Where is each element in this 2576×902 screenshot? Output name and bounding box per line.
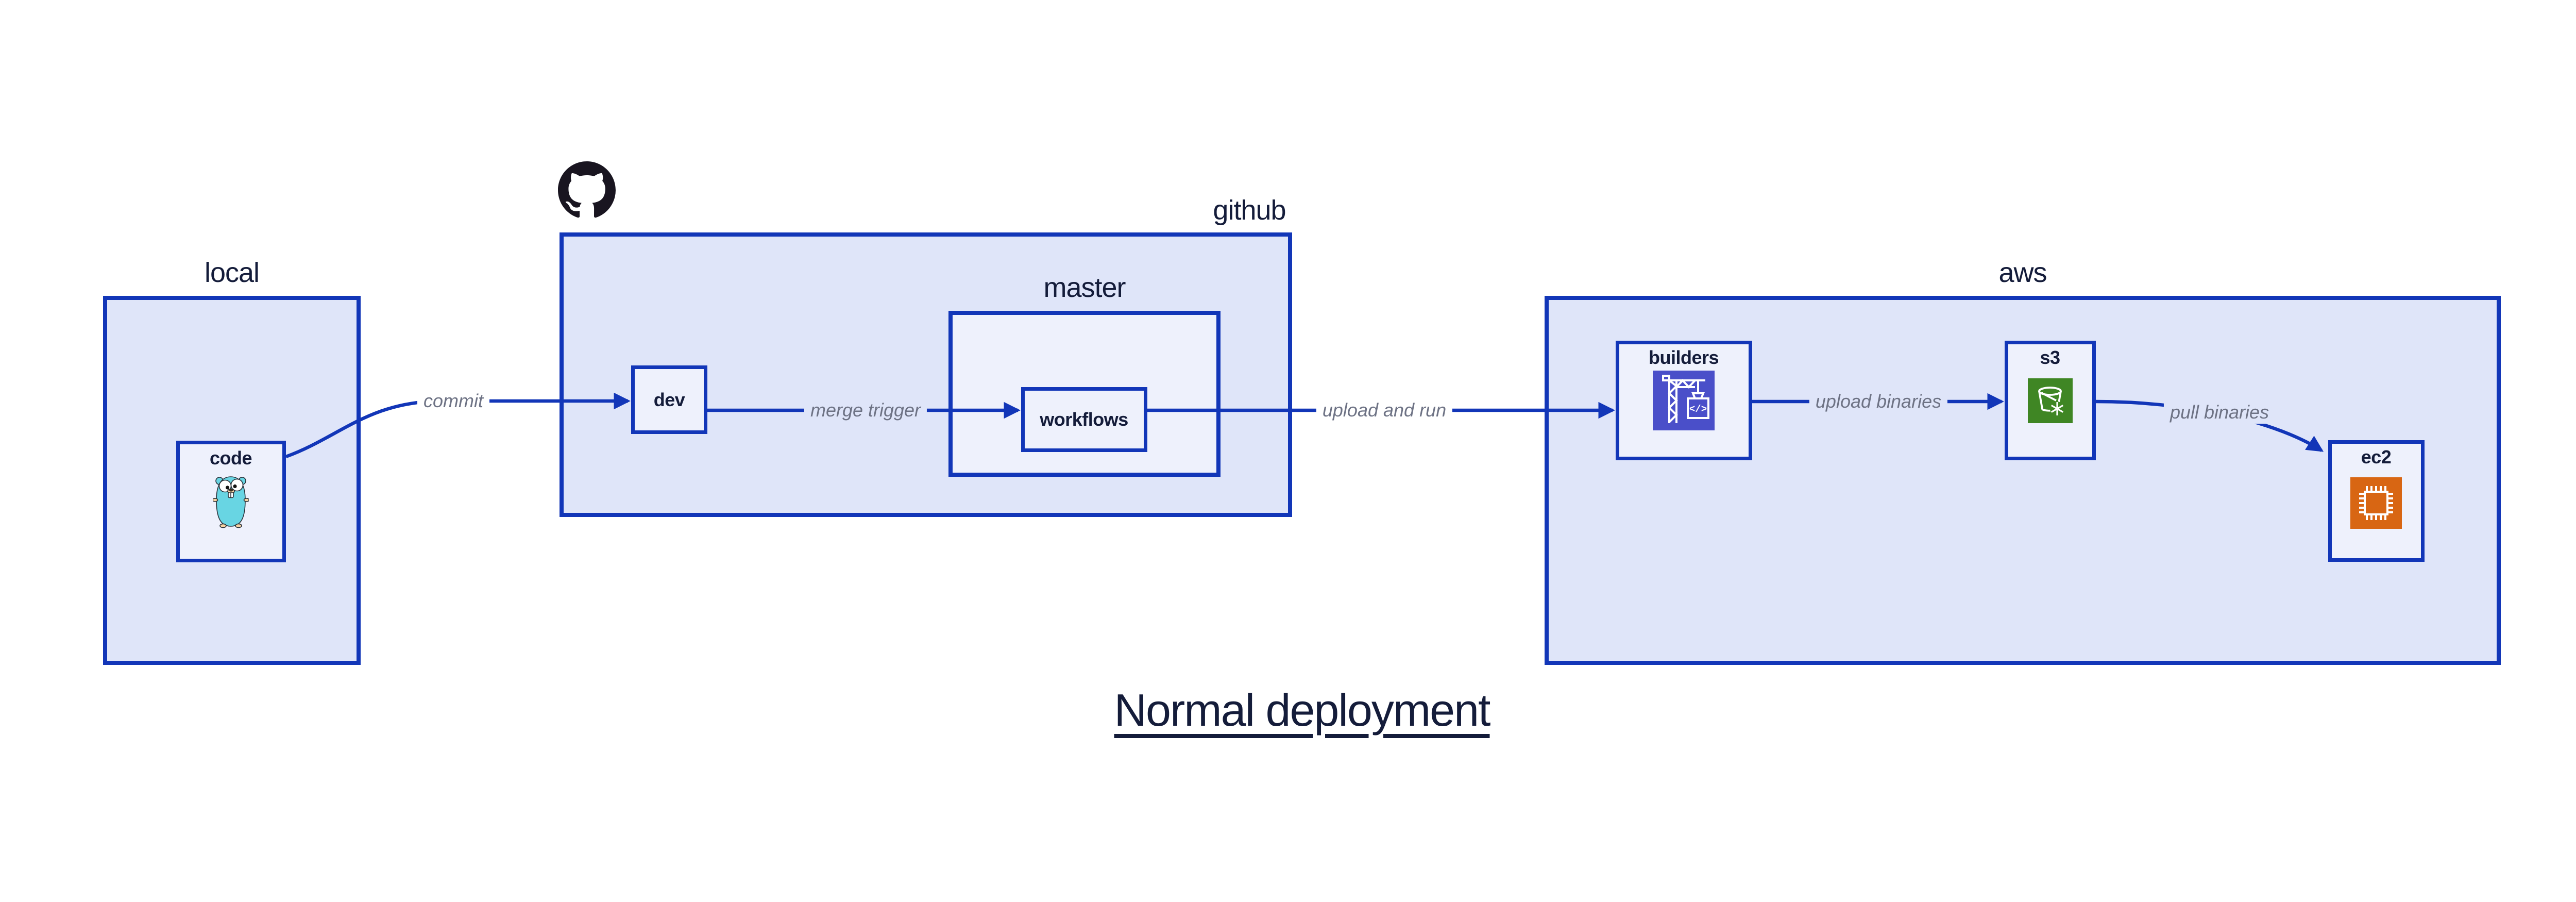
- upload-and-run-edge-label: upload and run: [1316, 399, 1453, 422]
- aws-label: aws: [1998, 257, 2047, 288]
- codebuild-crane-icon: </>: [1653, 371, 1715, 430]
- merge-trigger-edge-label: merge trigger: [804, 399, 927, 422]
- codebuild-code-glyph: </>: [1689, 404, 1707, 415]
- master-label: master: [1043, 272, 1126, 303]
- code-node-label: code: [209, 447, 252, 469]
- dev-node: [631, 365, 707, 434]
- builders-node-label: builders: [1648, 347, 1719, 368]
- go-gopher-icon: [213, 476, 249, 528]
- local-label: local: [204, 257, 260, 288]
- github-octocat-icon: [558, 161, 616, 218]
- ec2-node-label: ec2: [2361, 446, 2392, 467]
- ec2-chip-icon: [2350, 477, 2402, 529]
- pull-binaries-edge-label: pull binaries: [2163, 401, 2276, 424]
- workflows-node: [1021, 387, 1147, 452]
- workflows-node-label: workflows: [1040, 409, 1128, 430]
- builders-node: [1616, 341, 1752, 460]
- dev-node-label: dev: [653, 389, 685, 410]
- github-label: github: [1213, 195, 1286, 226]
- upload-binaries-edge-label: upload binaries: [1809, 390, 1948, 413]
- s3-bucket-icon: [2028, 378, 2073, 423]
- commit-edge-label: commit: [417, 390, 489, 412]
- diagram-title: Normal deployment: [1114, 684, 1491, 736]
- s3-node-label: s3: [2040, 347, 2060, 368]
